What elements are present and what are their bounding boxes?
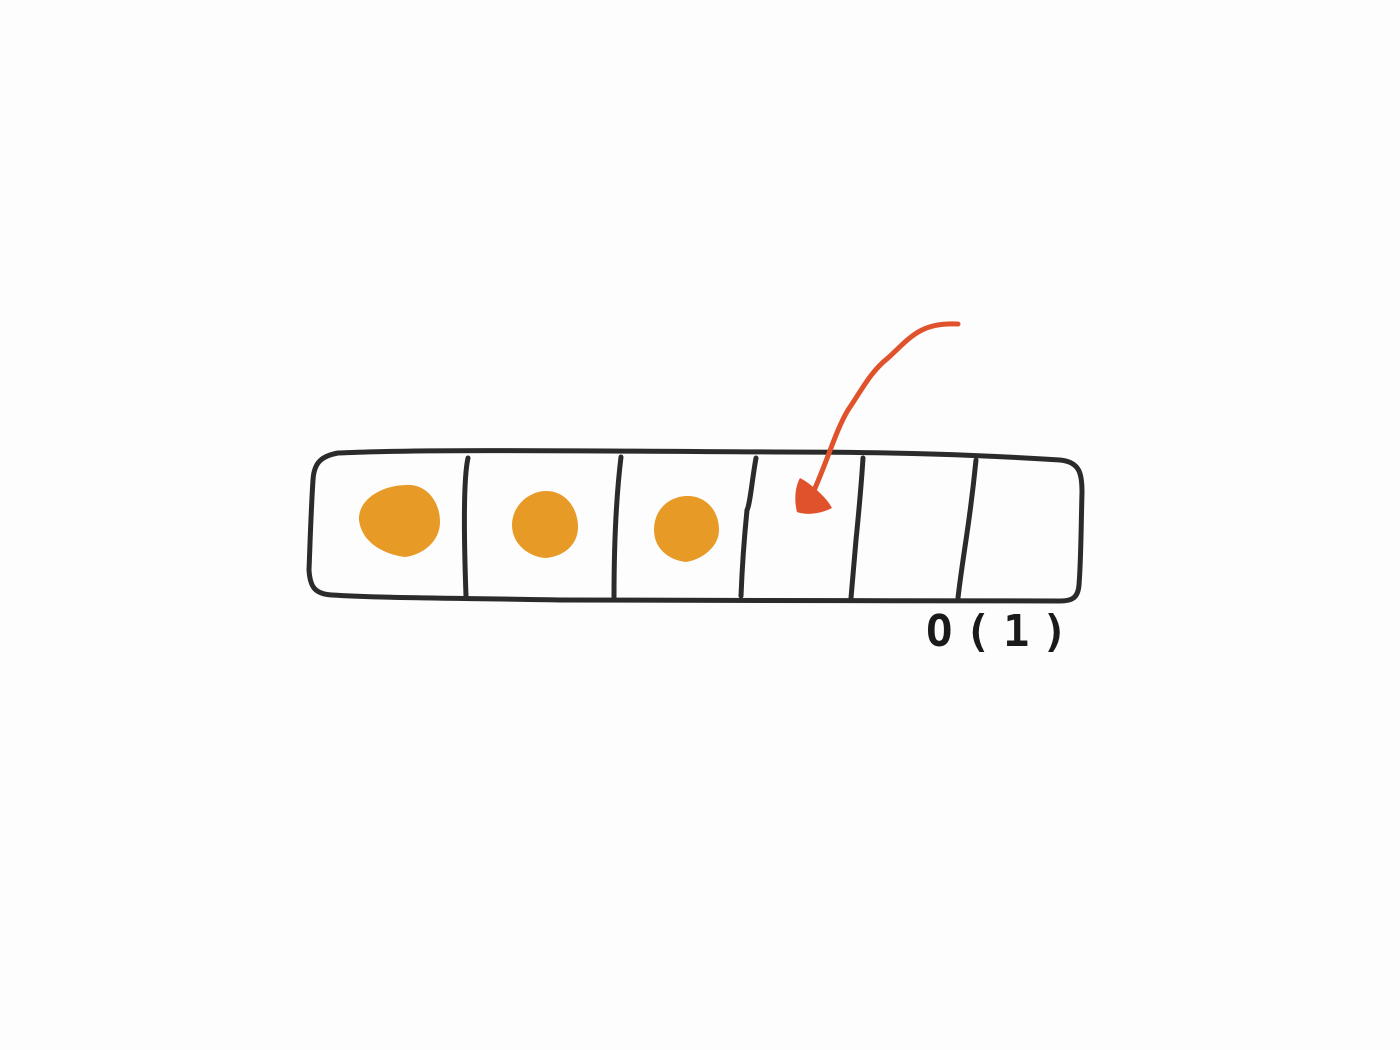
array-outline (306, 448, 1085, 604)
complexity-label: O(1) (926, 606, 1080, 657)
cell-divider-1 (461, 455, 471, 599)
insert-arrow (795, 321, 961, 514)
cell-divider-5 (955, 457, 979, 601)
element-dot-2 (512, 490, 578, 558)
insert-arrow-shaft (809, 321, 961, 498)
cell-divider-2 (611, 454, 624, 601)
cell-dividers (461, 454, 979, 601)
element-dot-3 (654, 495, 719, 562)
cell-divider-3 (738, 455, 759, 599)
array-elements (358, 484, 719, 562)
element-dot-1 (358, 484, 440, 557)
cell-divider-4 (848, 455, 866, 601)
insert-arrow-head (795, 478, 832, 514)
